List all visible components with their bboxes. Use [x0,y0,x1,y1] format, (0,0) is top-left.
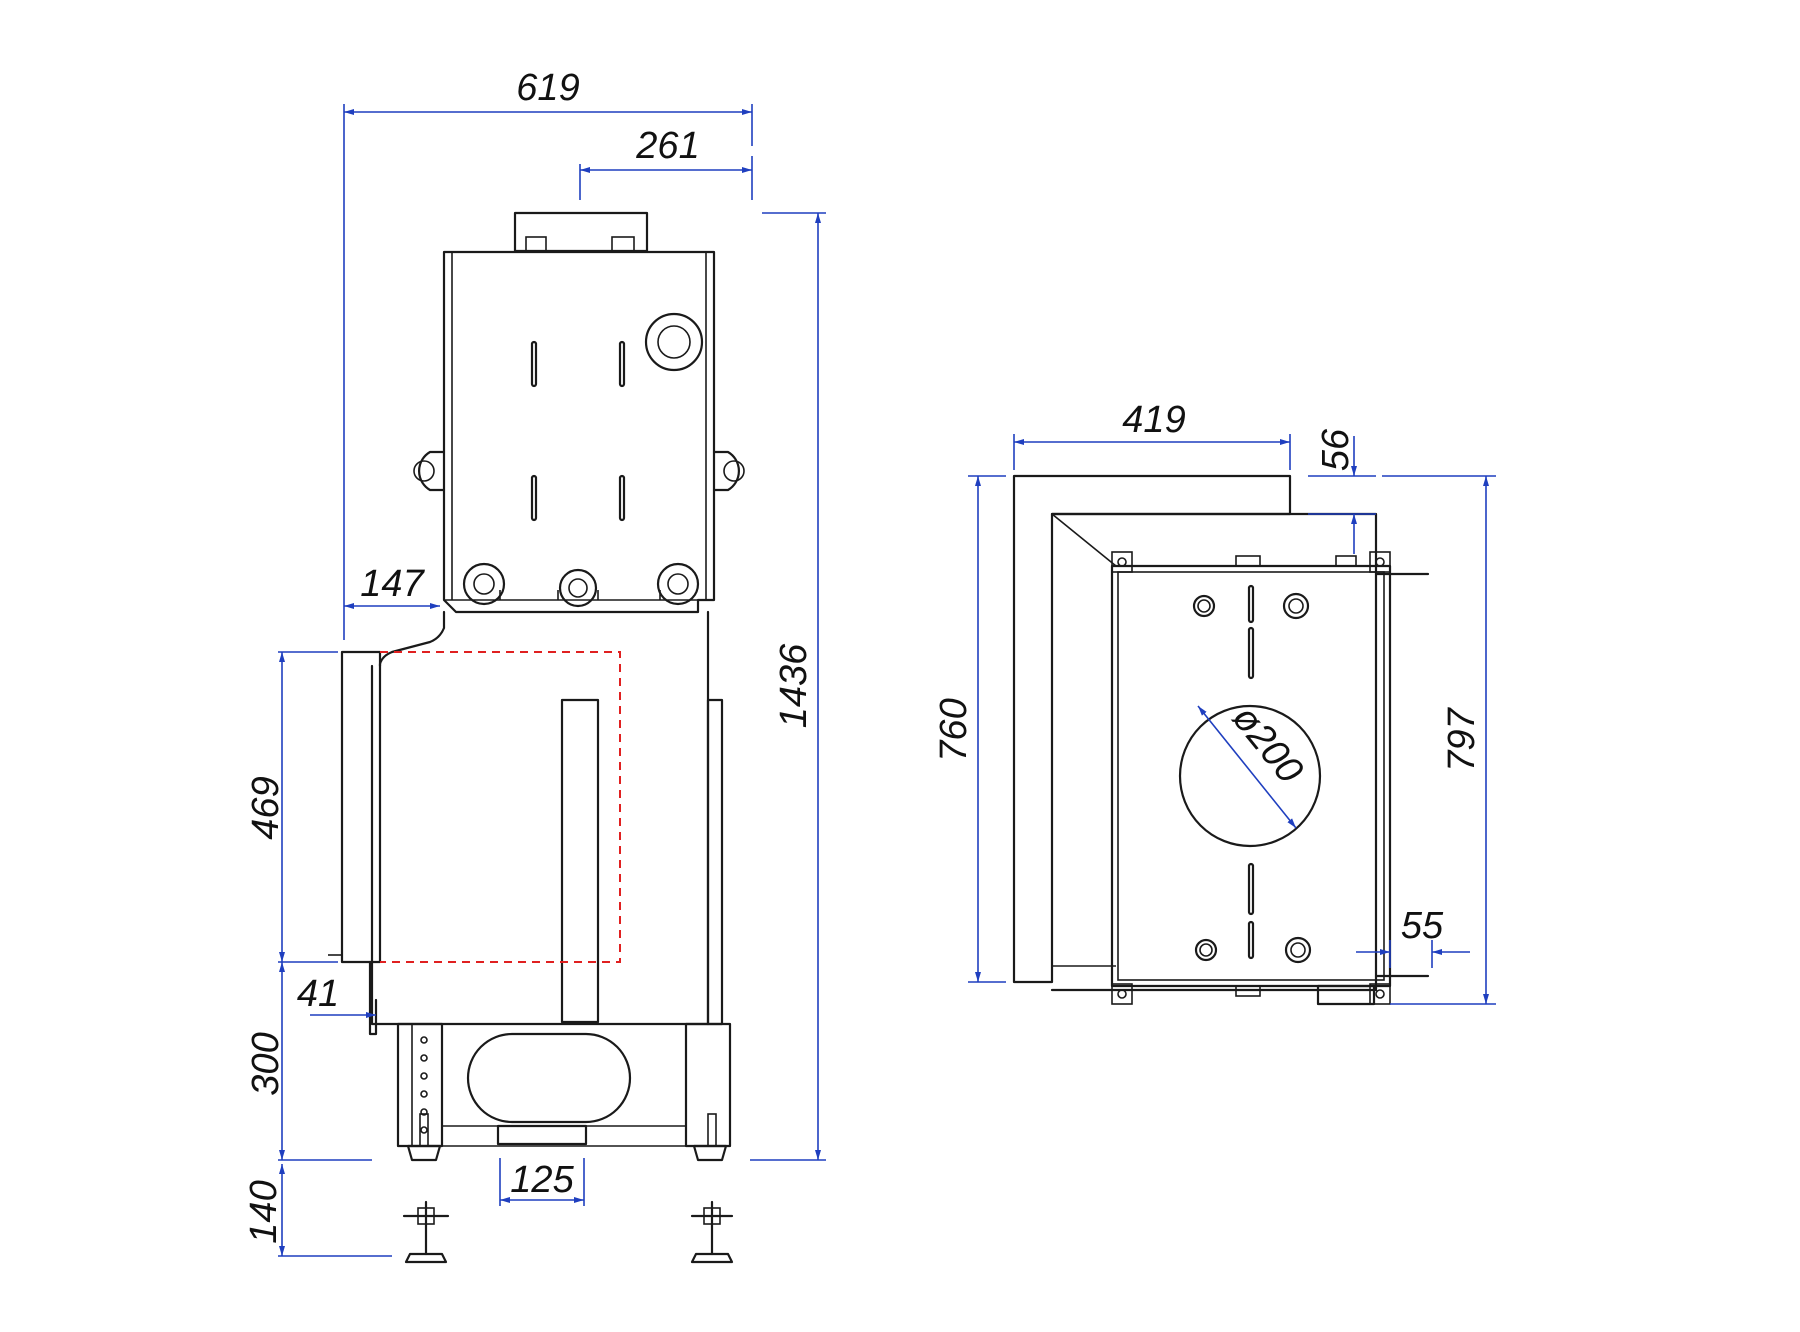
plan-view [1012,474,1430,1006]
door-frame [340,650,382,964]
dim-619: 619 [516,67,579,109]
dim-797: 797 [1441,706,1483,771]
upper-box [442,250,716,614]
air-inlet [466,1032,632,1124]
dim-diameter-200: ø200 [1224,698,1311,792]
front-view [328,211,745,1264]
round-port [644,312,704,372]
lug-left [417,450,446,492]
dim-261: 261 [635,125,699,167]
lug-right [712,450,741,492]
dim-41: 41 [297,973,339,1015]
body-neck [378,610,446,668]
adjust-holes [420,1036,428,1134]
firebox-hidden-outline [380,651,621,963]
flue-collar [513,211,649,253]
dim-760: 760 [933,698,975,761]
front-view-dimensions: 619 261 1436 147 469 41 300 140 125 [243,67,826,1257]
inner-shell [1050,512,1378,992]
dim-1436: 1436 [773,643,815,728]
dim-469: 469 [245,776,287,839]
foot-right [690,1200,734,1264]
dim-55: 55 [1401,905,1444,947]
dim-300: 300 [245,1032,287,1095]
dim-56: 56 [1315,428,1357,471]
inner-column [560,698,600,1024]
dim-147: 147 [360,563,425,605]
side-panel [706,698,724,1026]
plan-view-dimensions: 419 56 760 797 ø200 55 [933,399,1496,1005]
dim-125: 125 [510,1159,574,1201]
dim-140: 140 [243,1180,285,1243]
foot-left [402,1200,450,1264]
dim-419: 419 [1122,399,1185,441]
